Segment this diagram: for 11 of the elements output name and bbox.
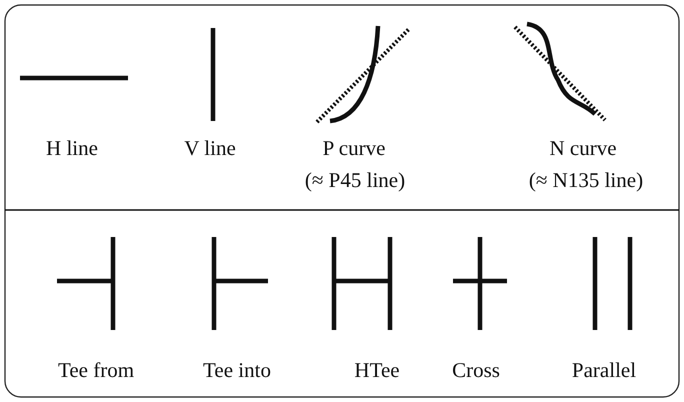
- caption-label: Cross: [452, 358, 500, 382]
- caption-label: (≈ P45 line): [304, 168, 406, 192]
- caption-label: V line: [184, 136, 236, 160]
- caption-label: P curve: [322, 136, 386, 160]
- caption-label: (≈ N135 line): [528, 168, 644, 192]
- caption-label: HTee: [354, 358, 400, 382]
- caption-label: H line: [46, 136, 98, 160]
- caption-label: Tee into: [203, 358, 271, 382]
- caption-label: Parallel: [572, 358, 636, 382]
- caption-label: N curve: [549, 136, 617, 160]
- caption-label: Tee from: [58, 358, 134, 382]
